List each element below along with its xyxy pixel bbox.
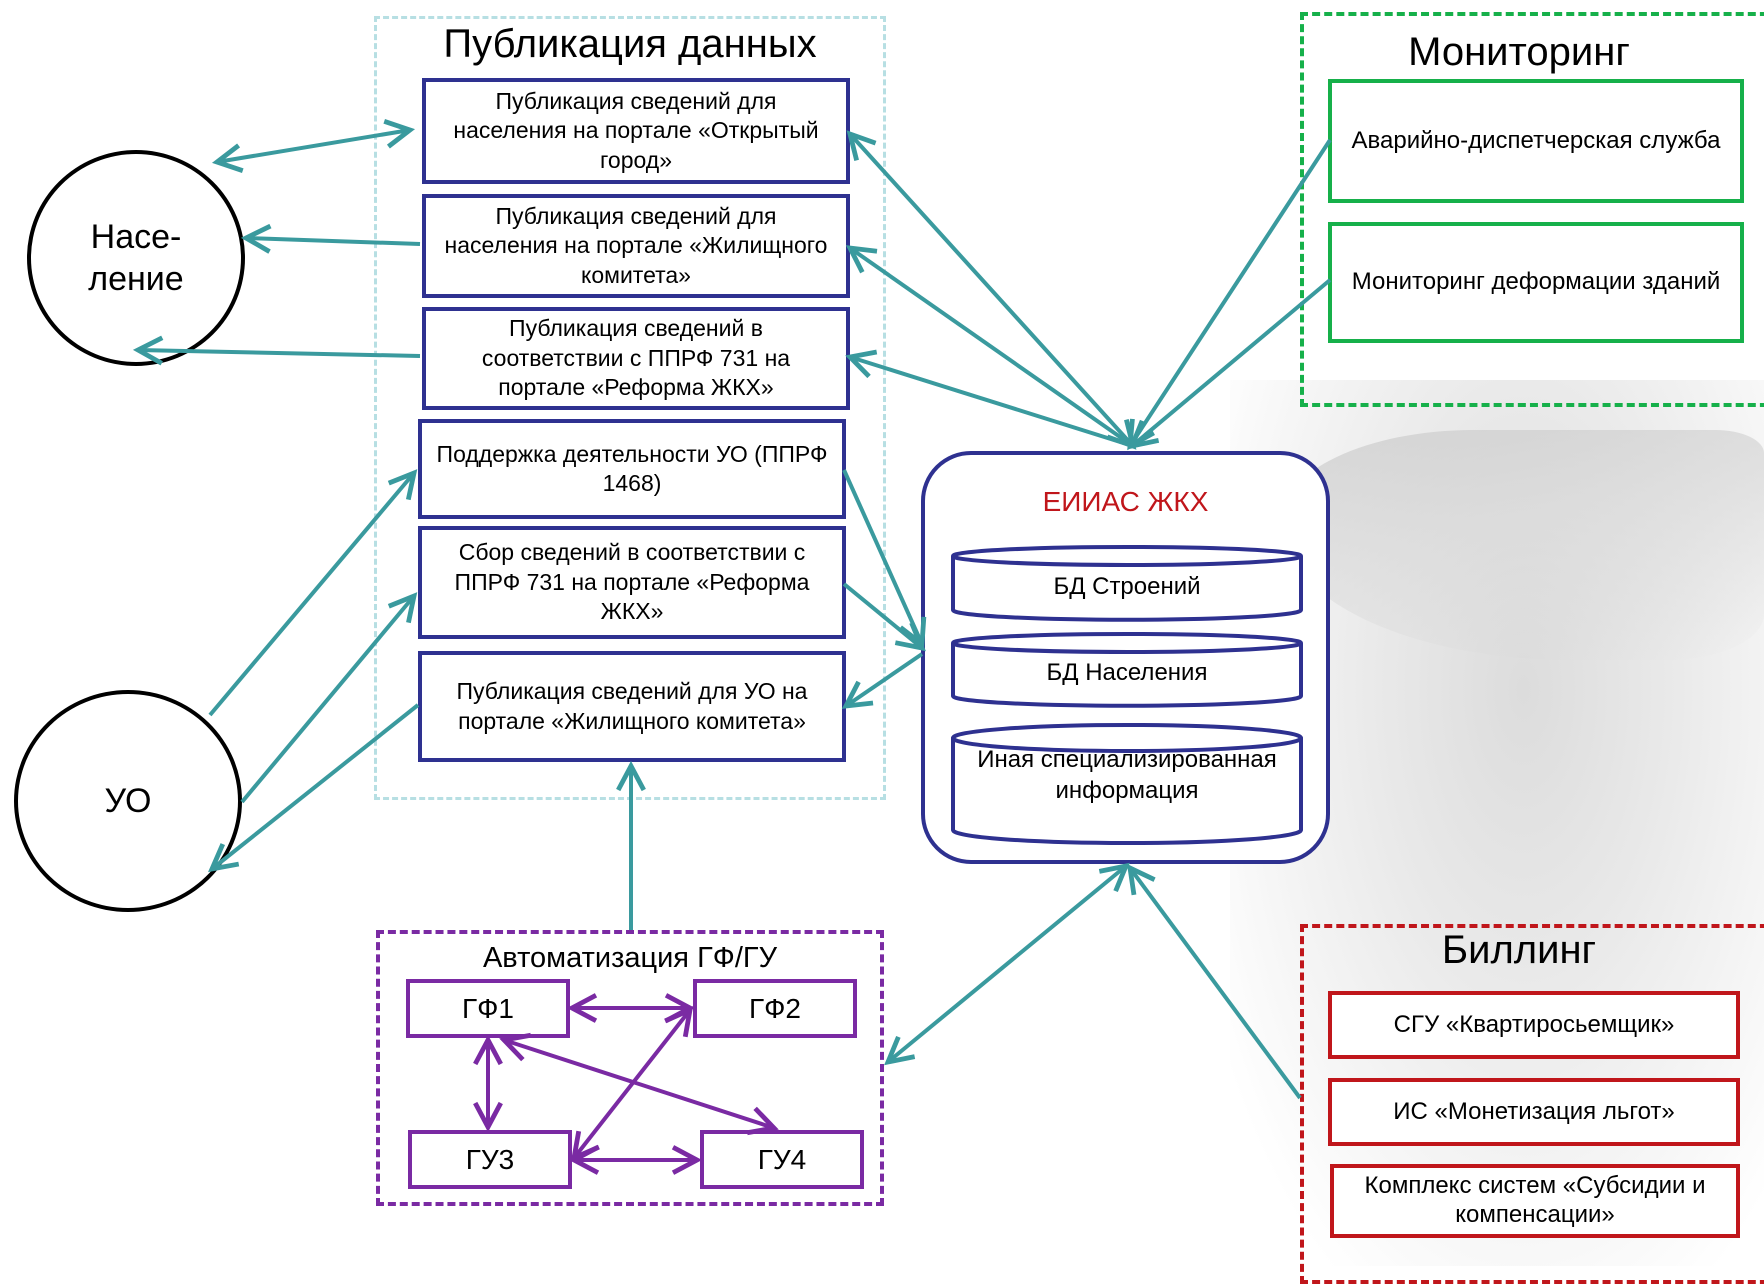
monitoring-group-title: Мониторинг: [1408, 30, 1630, 74]
deformation-monitoring-box: Мониторинг деформации зданий: [1328, 222, 1744, 343]
automation-group-title: Автоматизация ГФ/ГУ: [482, 942, 778, 974]
db-other-info-cylinder: [951, 723, 1303, 846]
automation-group: [376, 930, 884, 1206]
db-population-cylinder: [951, 632, 1303, 708]
core-system-title: ЕИИАС ЖКХ: [1042, 486, 1209, 517]
uo-support-box: Поддержка деятельности УО (ППРФ 1468): [418, 419, 846, 519]
population-circle: Насе-ление: [27, 150, 245, 366]
subsidies-box: Комплекс систем «Субсидии и компенсации»: [1330, 1164, 1740, 1238]
gu4-node: ГУ4: [700, 1130, 864, 1189]
data-collection-box: Сбор сведений в соответствии с ППРФ 731 …: [418, 526, 846, 639]
db-buildings-label: БД Строений: [1053, 573, 1201, 600]
db-population-label: БД Населения: [1046, 659, 1208, 686]
publication-box-housing-committee: Публикация сведений для населения на пор…: [422, 194, 850, 298]
db-buildings-cylinder: [951, 545, 1303, 622]
gf2-node: ГФ2: [693, 979, 857, 1038]
gf1-node: ГФ1: [406, 979, 570, 1038]
publication-group-title: Публикация данных: [443, 22, 817, 66]
benefits-monetization-box: ИС «Монетизация льгот»: [1328, 1078, 1740, 1146]
emergency-dispatch-box: Аварийно-диспетчерская служба: [1328, 79, 1744, 203]
gu3-node: ГУ3: [408, 1130, 572, 1189]
db-other-info-label: Иная специализированная информация: [977, 746, 1277, 805]
tenant-service-box: СГУ «Квартиросьемщик»: [1328, 991, 1740, 1059]
uo-publication-box: Публикация сведений для УО на портале «Ж…: [418, 651, 846, 762]
publication-box-reform-jkh: Публикация сведений в соответствии с ППР…: [422, 307, 850, 410]
billing-group-title: Биллинг: [1441, 928, 1597, 972]
